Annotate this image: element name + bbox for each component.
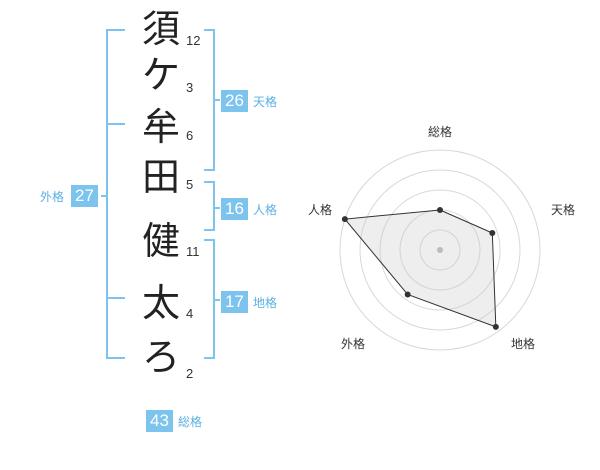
stroke-count-1: 12	[186, 33, 201, 48]
stroke-count-5: 11	[186, 244, 200, 259]
radar-point-2	[489, 230, 496, 237]
radar-ring-1	[339, 149, 541, 351]
stroke-count-7: 2	[186, 366, 194, 381]
radar-label-gaikaku: 外格	[341, 337, 366, 351]
radar-center-dot	[437, 247, 443, 253]
stroke-count-4: 5	[186, 177, 194, 192]
gaikaku-label: 外格	[40, 190, 65, 204]
tenkaku-value: 26	[221, 90, 248, 112]
jinkaku-value: 16	[221, 198, 248, 220]
radar-label-tenkaku: 天格	[551, 203, 576, 217]
stroke-count-6: 4	[186, 306, 194, 321]
stroke-count-2: 3	[186, 80, 194, 95]
stroke-count-3: 6	[186, 128, 194, 143]
name-char-4: 田	[141, 155, 180, 199]
radar-label-chikaku: 地格	[511, 337, 536, 351]
name-char-3: 牟	[141, 105, 180, 149]
radar-label-jinkaku: 人格	[308, 203, 333, 217]
radar-point-3	[492, 323, 499, 330]
gaikaku-bracket	[106, 29, 125, 359]
chikaku-value: 17	[221, 291, 248, 313]
chikaku-label: 地格	[253, 296, 278, 310]
tenkaku-label: 天格	[253, 95, 278, 109]
name-char-5: 健	[141, 219, 180, 263]
name-char-2: ケ	[141, 53, 180, 97]
gaikaku-value: 27	[71, 185, 98, 207]
name-char-7: ろ	[141, 335, 180, 379]
radar-ring-3	[379, 189, 501, 311]
radar-ring-5	[419, 229, 461, 271]
radar-ring-2	[359, 169, 521, 331]
soukaku-value: 43	[146, 410, 173, 432]
radar-polygon	[343, 209, 497, 328]
name-char-1: 須	[141, 7, 180, 51]
jinkaku-bracket	[204, 181, 215, 231]
radar-point-1	[437, 207, 443, 213]
radar-point-4	[404, 291, 411, 298]
radar-label-soukaku: 総格	[428, 125, 453, 139]
radar-point-5	[341, 216, 348, 223]
name-char-6: 太	[141, 281, 180, 325]
jinkaku-label: 人格	[253, 203, 278, 217]
soukaku-label: 総格	[178, 415, 203, 429]
